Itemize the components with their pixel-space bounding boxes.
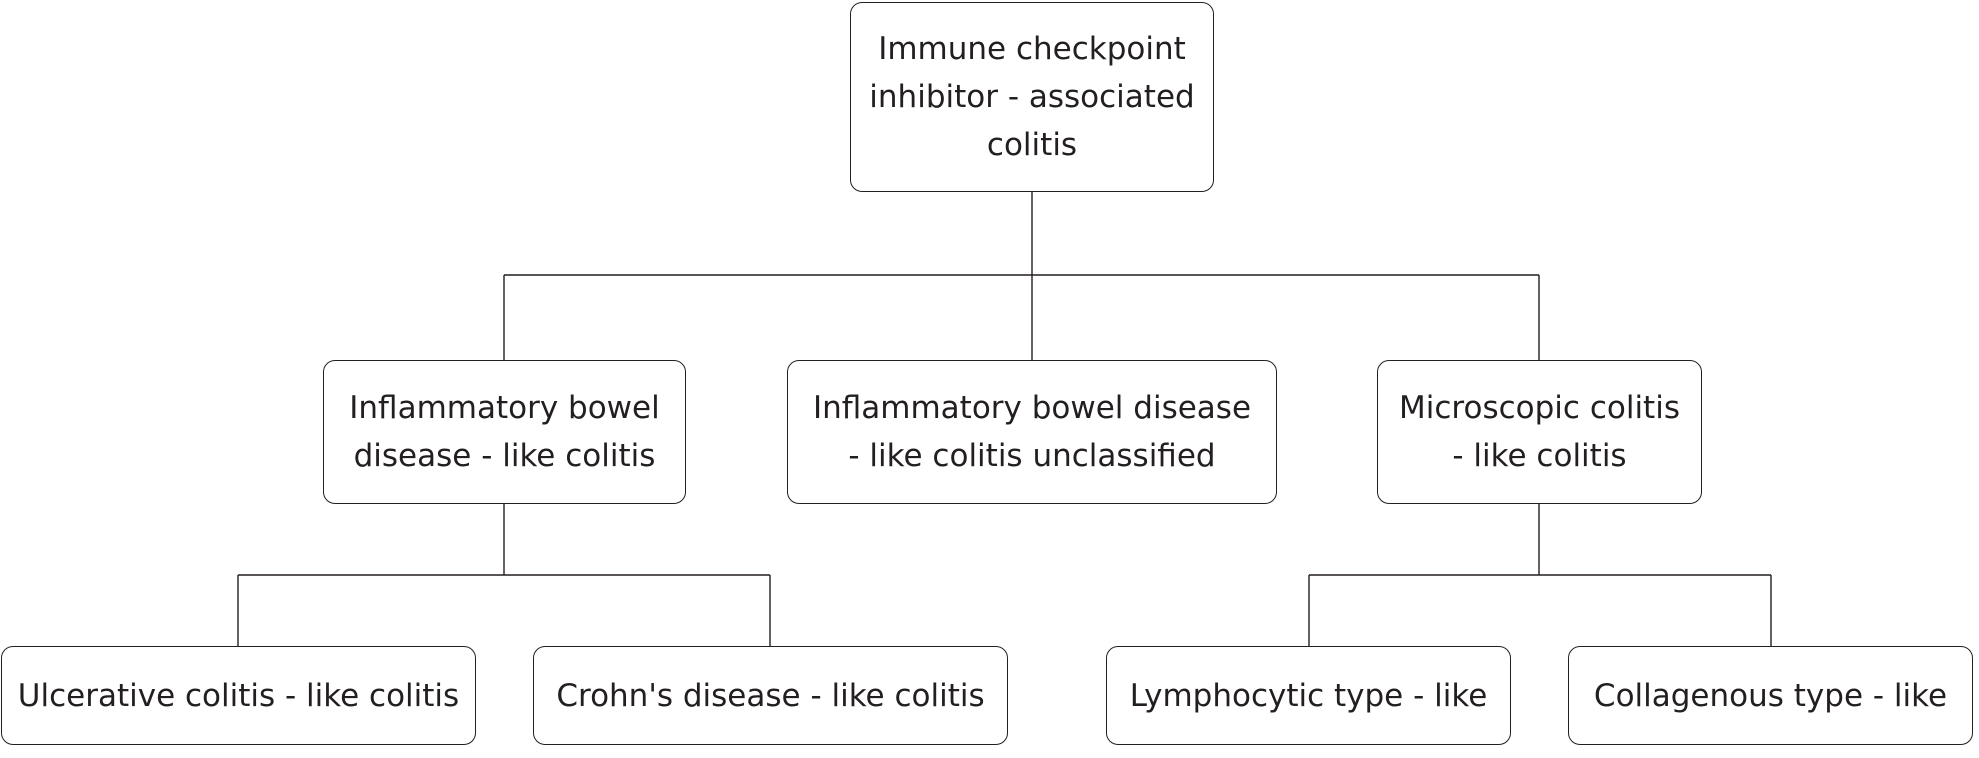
node-crohns-label: Crohn's disease - like colitis	[556, 677, 985, 714]
node-ulcerative: Ulcerative colitis - like colitis	[1, 646, 476, 745]
node-crohns: Crohn's disease - like colitis	[533, 646, 1008, 745]
node-lymphocytic: Lymphocytic type - like	[1106, 646, 1511, 745]
node-microscopic-label: Microscopic colitis - like colitis	[1399, 390, 1680, 474]
node-lymphocytic-label: Lymphocytic type - like	[1129, 677, 1488, 714]
node-ibd-like-label: Inflammatory bowel disease - like coliti…	[349, 390, 660, 474]
node-root: Immune checkpoint inhibitor - associated…	[850, 2, 1214, 192]
node-collagenous-label: Collagenous type - like	[1593, 677, 1948, 714]
node-collagenous: Collagenous type - like	[1568, 646, 1973, 745]
node-ibd-unclassified: Inflammatory bowel disease - like coliti…	[787, 360, 1277, 504]
node-ibd-unclassified-label: Inflammatory bowel disease - like coliti…	[812, 390, 1252, 474]
node-ibd-like: Inflammatory bowel disease - like coliti…	[323, 360, 686, 504]
node-root-label: Immune checkpoint inhibitor - associated…	[869, 31, 1195, 163]
node-ulcerative-label: Ulcerative colitis - like colitis	[17, 677, 460, 714]
node-microscopic: Microscopic colitis - like colitis	[1377, 360, 1702, 504]
